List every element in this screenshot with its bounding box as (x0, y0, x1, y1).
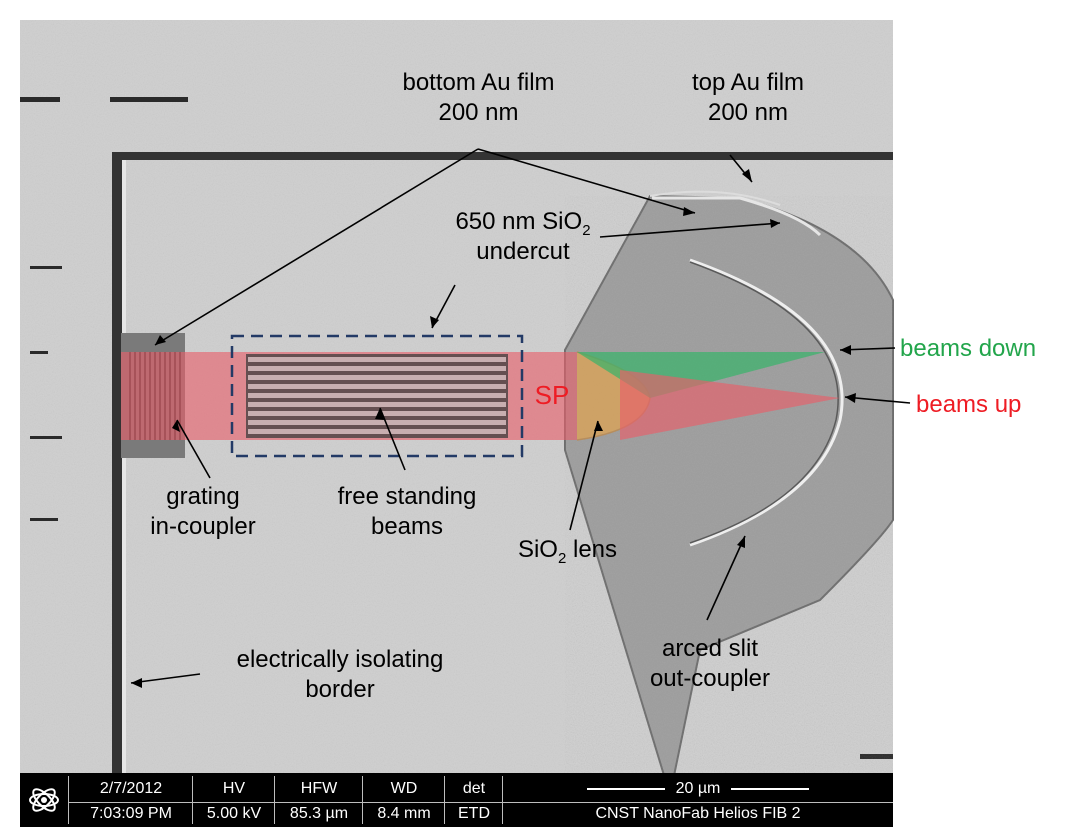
fei-logo-icon (29, 788, 59, 812)
label-arced-slit-out-coupler: arced slit out-coupler (649, 635, 771, 692)
label-free-standing-beams: free standing beams (337, 483, 477, 540)
label-sp: SP (534, 380, 570, 410)
label-grating-in-coupler: grating in-coupler (150, 483, 256, 540)
label-bottom-au-film: bottom Au film 200 nm (402, 69, 555, 126)
scale-bar: 20 µm (503, 778, 893, 800)
databar-hv: HV 5.00 kV (192, 776, 275, 824)
label-beams-down: beams down (900, 335, 1037, 362)
databar-hfw: HFW 85.3 µm (274, 776, 363, 824)
arrow-heads (131, 169, 856, 688)
beams-up-highlight (620, 370, 840, 440)
databar-scale: 20 µm CNST NanoFab Helios FIB 2 (502, 776, 893, 824)
label-electrically-isolating-border: electrically isolating border (236, 646, 444, 703)
arced-slit (689, 258, 844, 547)
sem-data-bar: 2/7/2012 7:03:09 PM HV 5.00 kV HFW 85.3 … (20, 773, 893, 827)
annotation-arrows (130, 148, 911, 684)
label-sio2-undercut: 650 nm SiO2 undercut (455, 208, 591, 265)
edge-marks (20, 97, 893, 759)
databar-wd: WD 8.4 mm (362, 776, 445, 824)
databar-datetime: 2/7/2012 7:03:09 PM (68, 776, 193, 824)
free-standing-beams (248, 357, 506, 434)
label-beams-up: beams up (916, 391, 1022, 418)
label-sio2-lens: SiO2 lens (517, 536, 618, 567)
databar-det: det ETD (444, 776, 503, 824)
dashed-outline (230, 334, 524, 458)
label-top-au-film: top Au film 200 nm (691, 69, 805, 126)
